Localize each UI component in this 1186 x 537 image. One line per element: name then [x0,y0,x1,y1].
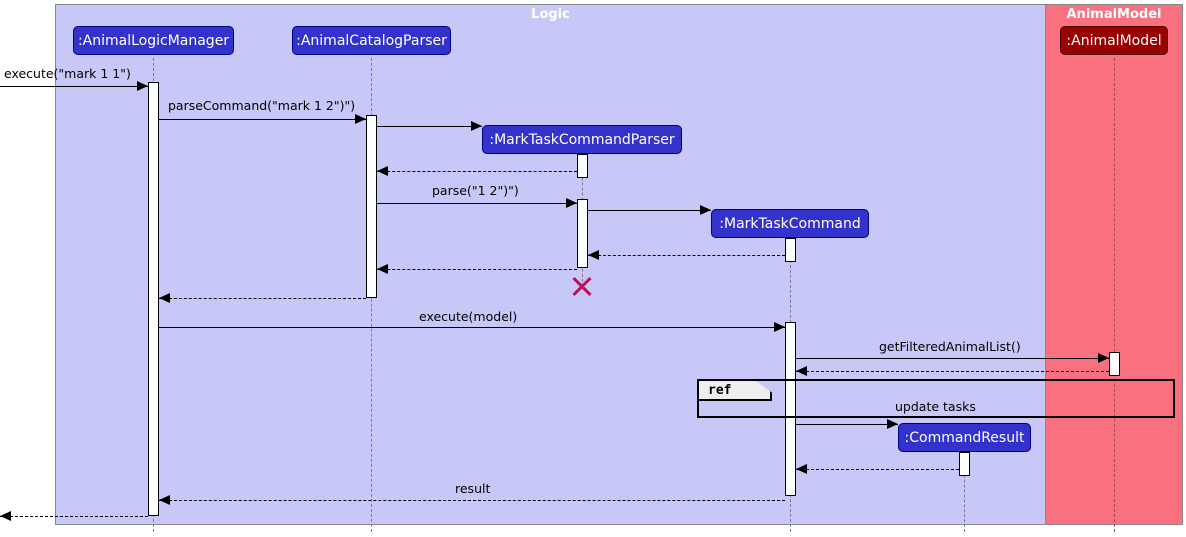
participant-logicmanager[interactable]: :AnimalLogicManager [73,26,234,55]
message-arrow-m15 [159,495,170,505]
message-label-m10: execute(model) [419,309,518,324]
message-label-m1: execute("mark 1 1") [4,66,131,81]
message-line-m14 [796,469,959,470]
message-arrow-m1 [137,81,148,91]
ref-fragment-label: update tasks [895,399,976,414]
participant-marktaskcommand[interactable]: :MarkTaskCommand [711,209,869,238]
activation-animalmodel [1109,352,1120,376]
group-title-logic: Logic [531,7,570,22]
participant-commandresult[interactable]: :CommandResult [898,423,1031,452]
message-arrow-m13 [887,419,898,429]
activation-commandresult [959,452,970,476]
message-arrow-m4 [377,166,388,176]
message-line-m13 [796,424,898,425]
message-line-m12 [796,371,1109,372]
lifeline-commandresult [964,455,965,532]
message-line-m9 [159,298,366,299]
group-box-logic [55,4,1046,525]
participant-animalmodel[interactable]: :AnimalModel [1060,26,1168,55]
message-line-m11 [796,358,1109,359]
activation-marktaskcommandparser-2 [577,199,588,268]
message-line-m3 [377,126,482,127]
message-arrow-m11 [1098,353,1109,363]
activation-marktaskcommand-2 [785,322,796,496]
message-line-m10 [159,327,785,328]
message-arrow-m3 [471,121,482,131]
message-line-m5 [377,203,577,204]
message-label-m11: getFilteredAnimalList() [879,339,1021,354]
message-line-m8 [377,269,577,270]
message-arrow-m9 [159,293,170,303]
message-arrow-m12 [796,366,807,376]
lifeline-animalmodel [1114,58,1115,532]
message-label-m2: parseCommand("mark 1 2")") [168,98,356,113]
message-line-m1 [0,86,148,87]
message-label-m5: parse("1 2")") [432,183,519,198]
message-arrow-m16 [0,511,11,521]
message-arrow-m10 [774,322,785,332]
activation-logicmanager [148,82,159,516]
message-line-m2 [159,119,366,120]
participant-marktaskcommandparser[interactable]: :MarkTaskCommandParser [482,125,682,154]
message-label-m15: result [455,481,491,496]
message-arrow-m8 [377,264,388,274]
activation-marktaskcommand-1 [785,238,796,262]
participant-catalogparser[interactable]: :AnimalCatalogParser [292,26,451,55]
ref-fragment-frame [697,379,1175,418]
message-line-m15 [159,500,785,501]
message-line-m4 [377,171,577,172]
message-arrow-m7 [588,250,599,260]
message-arrow-m14 [796,464,807,474]
destroy-marker-marktaskcommandparser [570,274,594,298]
message-arrow-m2 [355,114,366,124]
ref-fragment-tab: ref [699,381,772,401]
message-line-m16 [0,516,148,517]
group-title-animalmodel: AnimalModel [1066,7,1162,22]
message-arrow-m6 [700,205,711,215]
message-arrow-m5 [566,198,577,208]
activation-marktaskcommandparser-1 [577,154,588,178]
message-line-m6 [588,210,711,211]
message-line-m7 [588,255,785,256]
activation-catalogparser [366,115,377,298]
